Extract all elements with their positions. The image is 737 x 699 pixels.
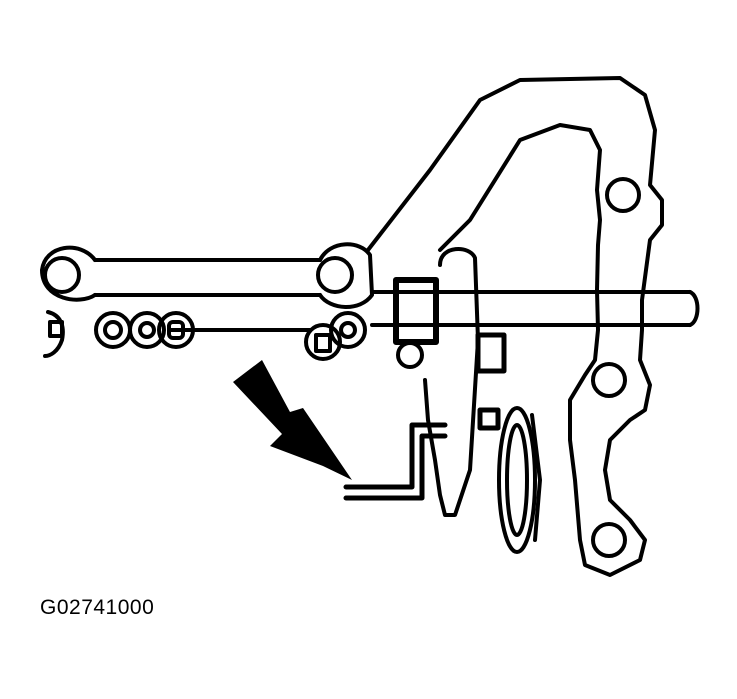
figure-caption: G02741000: [40, 596, 155, 619]
bracket-plate: [366, 76, 664, 577]
upper-rail: [40, 242, 374, 309]
bent-rod: [343, 422, 448, 501]
lever-assembly: [393, 247, 507, 517]
lower-rail: [43, 310, 367, 361]
arrow-icon: [233, 360, 352, 480]
shaft: [370, 290, 700, 327]
spring-assembly: [497, 406, 542, 554]
